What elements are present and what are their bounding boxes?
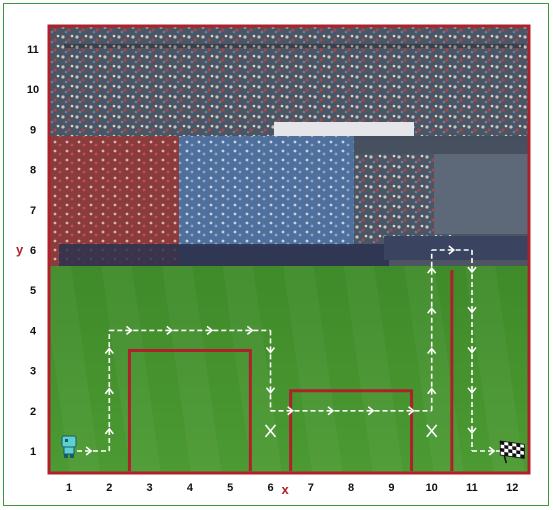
path-arrow bbox=[265, 387, 276, 394]
path-arrow bbox=[166, 325, 174, 336]
path-arrow bbox=[265, 347, 276, 354]
x-tick-label: 3 bbox=[147, 482, 153, 494]
y-tick-label: 2 bbox=[30, 406, 36, 418]
x-tick-label: 11 bbox=[466, 482, 478, 494]
stadium-background bbox=[49, 26, 529, 473]
x-axis-label: x bbox=[282, 482, 290, 497]
x-tick-label: 2 bbox=[106, 482, 112, 494]
x-tick-label: 5 bbox=[227, 482, 233, 494]
y-tick-label: 7 bbox=[30, 205, 36, 217]
path-arrow bbox=[287, 406, 294, 416]
x-tick-label: 1 bbox=[66, 482, 72, 494]
y-tick-label: 6 bbox=[30, 245, 36, 257]
route-path bbox=[69, 245, 513, 456]
x-tick-label: 9 bbox=[388, 482, 394, 494]
path-arrow bbox=[125, 325, 133, 336]
board-frame bbox=[47, 24, 531, 475]
y-axis-ticks: 1 2 3 4 5 6 7 8 9 10 11 bbox=[27, 44, 39, 458]
walls bbox=[127, 270, 454, 472]
path-arrow bbox=[104, 427, 114, 435]
path-arrow bbox=[367, 406, 375, 416]
x-tick-label: 4 bbox=[187, 482, 194, 494]
path-arrow bbox=[467, 427, 477, 435]
y-tick-label: 9 bbox=[30, 124, 36, 136]
path-arrow bbox=[104, 347, 114, 354]
y-tick-label: 3 bbox=[30, 366, 36, 378]
y-axis-label: y bbox=[16, 242, 24, 257]
path-arrow bbox=[104, 387, 114, 395]
robot-icon bbox=[61, 435, 77, 458]
wall-1 bbox=[127, 349, 252, 472]
y-tick-label: 1 bbox=[30, 446, 36, 458]
path-arrow bbox=[467, 266, 477, 274]
path-arrow bbox=[467, 387, 477, 394]
path-arrow bbox=[488, 446, 496, 456]
y-tick-label: 8 bbox=[30, 165, 36, 177]
x-tick-label: 8 bbox=[348, 482, 354, 494]
crossing-x-marker bbox=[426, 424, 438, 438]
crossing-markers bbox=[264, 424, 438, 438]
x-tick-label: 7 bbox=[308, 482, 314, 494]
y-tick-label: 10 bbox=[27, 84, 39, 96]
x-tick-label: 10 bbox=[426, 482, 438, 494]
path-arrow bbox=[427, 266, 437, 274]
path-arrow bbox=[448, 245, 456, 255]
path-arrow bbox=[85, 446, 93, 456]
path-arrow bbox=[246, 325, 254, 336]
path-arrow bbox=[467, 347, 477, 354]
wall-2 bbox=[289, 389, 414, 472]
x-tick-label: 12 bbox=[506, 482, 518, 494]
checkered-flag-icon bbox=[499, 440, 525, 464]
x-tick-label: 6 bbox=[267, 482, 273, 494]
path-arrow bbox=[427, 387, 437, 395]
crossing-x-marker bbox=[264, 424, 277, 438]
path-arrow bbox=[427, 347, 437, 354]
path-arrow bbox=[467, 306, 477, 314]
y-tick-label: 4 bbox=[30, 325, 37, 337]
path-arrow bbox=[327, 406, 335, 416]
y-tick-label: 11 bbox=[27, 44, 39, 56]
y-tick-label: 5 bbox=[30, 285, 36, 297]
path-arrow bbox=[427, 307, 437, 314]
path-arrow bbox=[206, 325, 214, 336]
path-arrow bbox=[408, 406, 415, 416]
